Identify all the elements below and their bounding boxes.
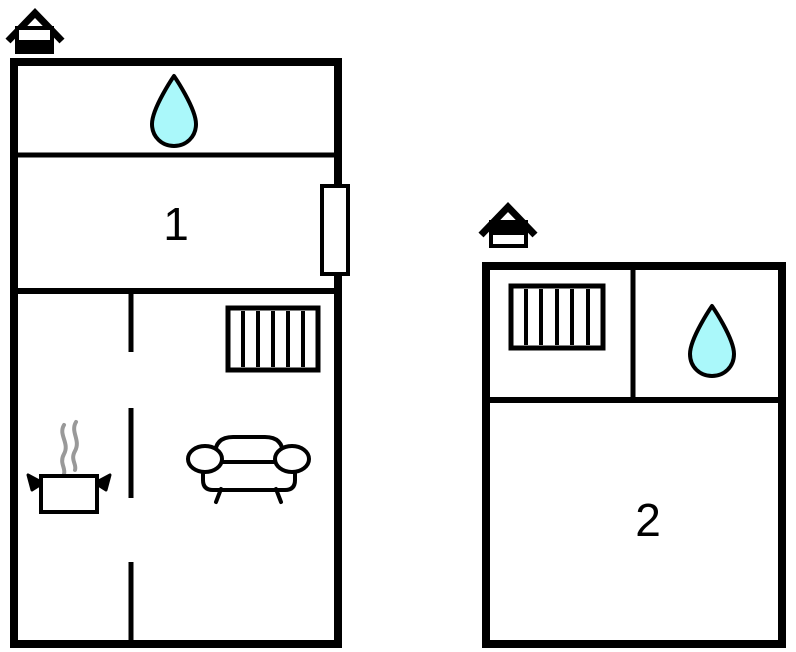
house-upper-floor-icon bbox=[478, 201, 538, 248]
sofa-icon bbox=[186, 435, 311, 504]
building-1-group: 1 bbox=[5, 7, 350, 648]
radiator-icon bbox=[508, 283, 606, 351]
door-icon bbox=[320, 184, 350, 276]
building-2-group: 2 bbox=[478, 201, 786, 648]
room-label-2: 2 bbox=[635, 494, 661, 546]
water-drop-icon bbox=[688, 304, 736, 378]
room-label-1: 1 bbox=[163, 198, 189, 250]
house-ground-floor-icon bbox=[5, 7, 65, 54]
radiator-icon bbox=[225, 305, 321, 373]
cooking-pot-icon bbox=[26, 420, 112, 514]
water-drop-icon bbox=[150, 74, 198, 148]
